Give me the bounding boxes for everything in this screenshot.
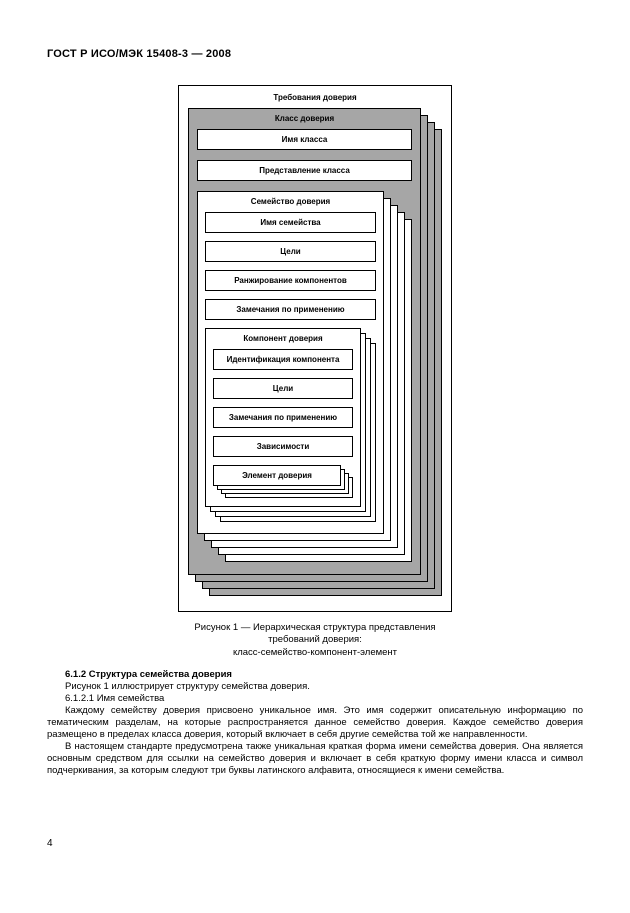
page-content: Требования доверия Класс доверия Имя кла… bbox=[0, 85, 630, 777]
component-identification-box: Идентификация компонента bbox=[213, 349, 353, 370]
family-component-levelling-box: Ранжирование компонентов bbox=[205, 270, 376, 291]
figure-caption-line3: класс-семейство-компонент-элемент bbox=[232, 646, 398, 658]
family-name-paragraph: Каждому семейству доверия присвоено уник… bbox=[47, 704, 583, 740]
element-stack: Элемент доверия bbox=[213, 465, 353, 498]
family-stack: Семейство доверия Имя семейства Цели Ран… bbox=[197, 191, 412, 562]
assurance-family-title: Семейство доверия bbox=[250, 197, 331, 206]
class-presentation-box: Представление класса bbox=[197, 160, 412, 181]
component-dependencies-box: Зависимости bbox=[213, 436, 353, 457]
assurance-class-box: Класс доверия Имя класса Представление к… bbox=[188, 108, 421, 575]
assurance-requirements-title: Требования доверия bbox=[273, 93, 357, 102]
figure-caption: Рисунок 1 — Иерархическая структура пред… bbox=[0, 622, 630, 659]
class-stack: Класс доверия Имя класса Представление к… bbox=[188, 108, 442, 596]
page-number: 4 bbox=[47, 838, 53, 849]
assurance-element-box: Элемент доверия bbox=[213, 465, 341, 486]
family-objectives-box: Цели bbox=[205, 241, 376, 262]
component-stack: Компонент доверия Идентификация компонен… bbox=[205, 328, 376, 522]
subsection-heading: 6.1.2.1 Имя семейства bbox=[65, 692, 165, 704]
figure-caption-line1: Рисунок 1 — Иерархическая структура пред… bbox=[194, 622, 436, 633]
assurance-component-box: Компонент доверия Идентификация компонен… bbox=[205, 328, 361, 507]
short-form-paragraph: В настоящем стандарте предусмотрена такж… bbox=[47, 740, 583, 776]
component-application-notes-box: Замечания по применению bbox=[213, 407, 353, 428]
assurance-class-title: Класс доверия bbox=[274, 114, 335, 123]
section-heading: 6.1.2 Структура семейства доверия bbox=[65, 669, 232, 681]
assurance-component-title: Компонент доверия bbox=[243, 334, 323, 343]
figure-caption-line2: требований доверия: bbox=[268, 634, 362, 646]
assurance-structure-diagram: Требования доверия Класс доверия Имя кла… bbox=[178, 85, 452, 612]
component-objectives-box: Цели bbox=[213, 378, 353, 399]
body-text: 6.1.2 Структура семейства доверия Рисуно… bbox=[47, 669, 583, 777]
assurance-family-box: Семейство доверия Имя семейства Цели Ран… bbox=[197, 191, 384, 534]
assurance-requirements-box: Требования доверия Класс доверия Имя кла… bbox=[178, 85, 452, 612]
family-application-notes-box: Замечания по применению bbox=[205, 299, 376, 320]
document-page: ГОСТ Р ИСО/МЭК 15408-3 — 2008 Требования… bbox=[0, 48, 630, 849]
figure-reference-paragraph: Рисунок 1 иллюстрирует структуру семейст… bbox=[65, 681, 310, 692]
family-name-box: Имя семейства bbox=[205, 212, 376, 233]
running-header: ГОСТ Р ИСО/МЭК 15408-3 — 2008 bbox=[47, 48, 232, 60]
class-name-box: Имя класса bbox=[197, 129, 412, 150]
